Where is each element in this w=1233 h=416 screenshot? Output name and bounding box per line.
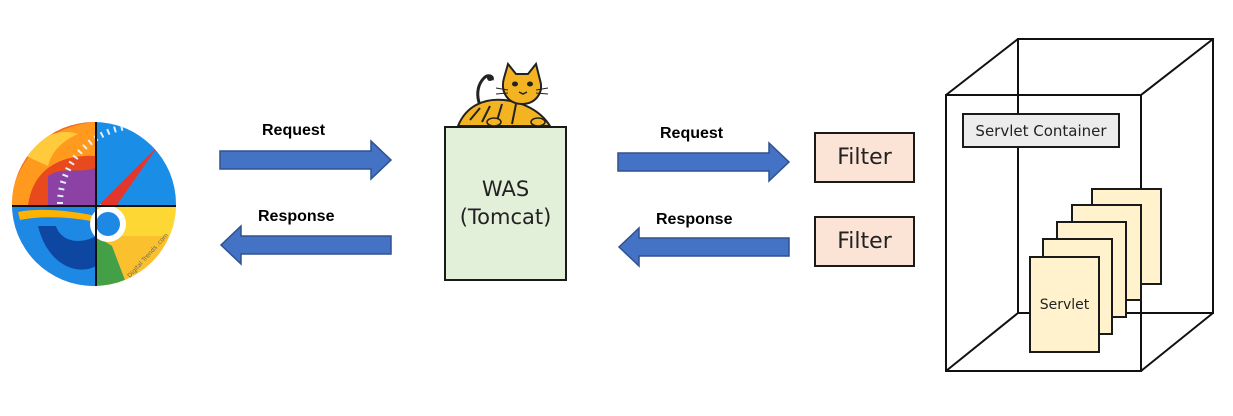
left-response-label: Response — [258, 208, 335, 225]
right-request-arrow — [617, 141, 791, 183]
filter-box-bottom: Filter — [814, 216, 915, 267]
left-request-arrow — [219, 139, 393, 181]
filter-label: Filter — [837, 145, 892, 170]
left-request-label: Request — [262, 122, 326, 139]
right-response-arrow — [617, 226, 790, 268]
servlet-container-label: Servlet Container — [962, 113, 1120, 148]
right-request-label: Request — [660, 125, 724, 142]
filter-box-top: Filter — [814, 132, 915, 183]
servlet-card-front: Servlet — [1029, 256, 1100, 353]
left-response-arrow — [219, 224, 392, 266]
tomcat-cat-icon — [456, 61, 552, 127]
browser-logos-icon: Digital Trends .com — [12, 122, 176, 286]
filter-label: Filter — [837, 229, 892, 254]
right-response-label: Response — [656, 211, 733, 228]
was-tomcat-box: WAS (Tomcat) — [444, 126, 567, 281]
servlet-container-text: Servlet Container — [975, 121, 1107, 140]
was-subtitle: (Tomcat) — [459, 204, 552, 229]
servlet-label: Servlet — [1039, 296, 1090, 313]
was-title: WAS — [481, 177, 530, 202]
